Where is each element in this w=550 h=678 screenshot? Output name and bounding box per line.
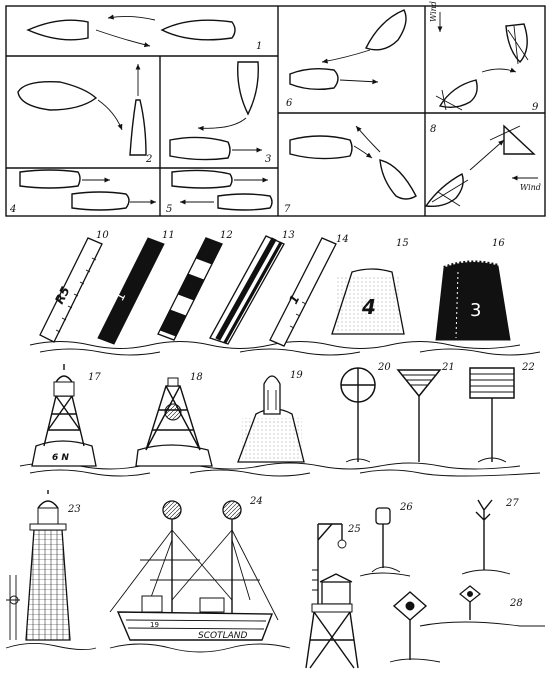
fig-number-24: 24: [249, 496, 263, 507]
brush-marker-27: 27: [461, 498, 519, 575]
water-row-2: [29, 341, 541, 356]
spar-buoy-13: 13: [209, 230, 295, 345]
panel-number-7: 7: [284, 204, 291, 215]
wind-label-panel-8: Wind: [520, 183, 541, 192]
fig-number-12: 12: [220, 230, 233, 241]
spar-buoy-12: 12: [157, 230, 233, 341]
panel-2: 2: [17, 64, 152, 165]
lightship-name: SCOTLAND: [198, 631, 247, 641]
panel-number-1: 1: [256, 41, 262, 52]
fig-number-28: 28: [509, 598, 523, 609]
panel-number-9: 9: [532, 102, 539, 113]
lighthouse-23: 23: [5, 490, 97, 651]
buoy-marking-15: 4: [361, 295, 376, 319]
panel-3: 3: [169, 61, 271, 165]
rules-of-road-panel-grid: [5, 5, 546, 217]
panel-number-2: 2: [145, 154, 152, 165]
lantern-buoy-19: 19: [237, 370, 305, 463]
fig-number-20: 20: [377, 362, 391, 373]
panel-1: 1: [26, 14, 262, 52]
panel-4: 4: [9, 169, 156, 215]
panel-8: 8 Wind: [424, 124, 541, 208]
buoy-marking-16: 3: [470, 300, 481, 321]
bell-buoy-18: 18: [135, 372, 213, 467]
fig-number-23: 23: [67, 504, 81, 515]
fig-number-16: 16: [492, 238, 505, 249]
fig-number-17: 17: [88, 372, 101, 383]
panel-5: 5: [166, 169, 273, 215]
fig-number-21: 21: [441, 362, 455, 373]
barrel-marker-26: 26: [359, 502, 413, 577]
tower-beacon-25: 25: [305, 523, 361, 669]
fig-number-18: 18: [190, 372, 203, 383]
panel-number-5: 5: [166, 204, 172, 215]
panel-number-4: 4: [9, 204, 16, 215]
panel-number-3: 3: [265, 154, 271, 165]
daybeacon-square-22: 22: [469, 362, 535, 463]
spar-buoy-11: 1 11: [97, 230, 175, 345]
fig-number-22: 22: [521, 362, 535, 373]
lighted-buoy-17: 6 N 17: [31, 364, 101, 467]
buoy-marking-17: 6 N: [52, 453, 69, 463]
fig-number-19: 19: [290, 370, 303, 381]
lightship-24: 19 SCOTLAND 24: [109, 496, 291, 653]
lightship-bow-number: 19: [150, 621, 159, 629]
panel-7: 7: [284, 125, 417, 215]
fig-number-25: 25: [347, 524, 361, 535]
fig-number-13: 13: [282, 230, 295, 241]
panel-6: 6: [286, 9, 407, 109]
can-buoy-15: 4 15: [331, 238, 409, 335]
daybeacon-triangle-21: 21: [396, 362, 455, 462]
fig-number-26: 26: [399, 502, 413, 513]
range-beacons-28: 28: [389, 585, 545, 663]
fig-number-27: 27: [505, 498, 519, 509]
nun-buoy-16: 3 16: [435, 238, 511, 341]
spar-buoy-10: R5 10: [39, 230, 109, 343]
water-row-3: [19, 462, 541, 477]
fig-number-11: 11: [162, 230, 175, 241]
panel-number-8: 8: [430, 124, 436, 135]
wind-label-panel-9: Wind: [429, 1, 438, 22]
fig-number-10: 10: [96, 230, 109, 241]
panel-9: Wind 9: [429, 1, 539, 113]
spar-buoy-14: 1 14: [269, 234, 349, 347]
panel-number-6: 6: [286, 98, 293, 109]
daybeacon-round-20: 20: [340, 362, 391, 463]
fig-number-14: 14: [336, 234, 349, 245]
fig-number-15: 15: [396, 238, 409, 249]
